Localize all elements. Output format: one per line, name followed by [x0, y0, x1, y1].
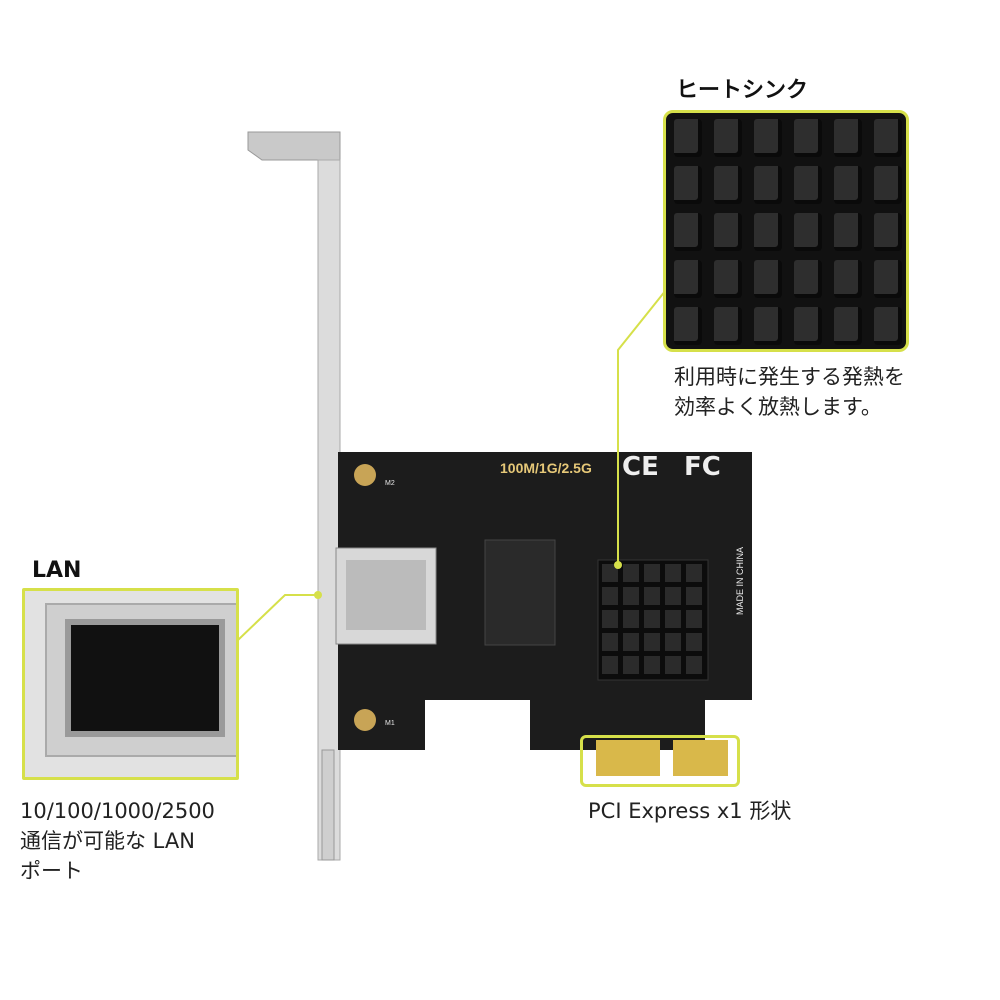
- lan-zoom-box: [22, 588, 239, 780]
- heatsink-fin: [754, 260, 782, 298]
- made-in-label: MADE IN CHINA: [735, 546, 745, 615]
- heatsink-fin: [794, 213, 822, 251]
- heatsink-title: ヒートシンク: [676, 78, 809, 103]
- heatsink-fin: [686, 656, 702, 674]
- speed-label: 100M/1G/2.5G: [500, 460, 592, 476]
- heatsink-fin: [686, 587, 702, 605]
- heatsink-fin: [674, 307, 702, 345]
- heatsink-fin: [623, 633, 639, 651]
- heatsink-fin: [623, 610, 639, 628]
- m2-label: M2: [385, 480, 395, 487]
- heatsink-fin: [602, 564, 618, 582]
- heatsink-fin: [686, 564, 702, 582]
- heatsink-fin: [754, 307, 782, 345]
- heatsink-fin: [834, 260, 862, 298]
- ce-mark: CE: [622, 452, 659, 482]
- rj45-port: [65, 619, 225, 737]
- heatsink-fin: [794, 307, 822, 345]
- heatsink-fin: [644, 587, 660, 605]
- heatsink-fin: [686, 610, 702, 628]
- heatsink-fin: [602, 656, 618, 674]
- heatsink-fin: [623, 656, 639, 674]
- heatsink-fin: [665, 587, 681, 605]
- heatsink-fin: [874, 166, 902, 204]
- heatsink-fin: [602, 587, 618, 605]
- pci-description: PCI Express x1 形状: [588, 799, 792, 823]
- heatsink-fin: [644, 610, 660, 628]
- heatsink-fin: [754, 213, 782, 251]
- heatsink-fin: [714, 307, 742, 345]
- pci-bracket: [247, 131, 341, 861]
- heatsink-fin: [674, 260, 702, 298]
- heatsink-fin: [834, 119, 862, 157]
- heatsink-fin: [674, 119, 702, 157]
- heatsink-fin: [644, 564, 660, 582]
- gold-fingers-2: [673, 740, 728, 776]
- heatsink-fin: [874, 260, 902, 298]
- heatsink-fin: [665, 610, 681, 628]
- chip: [484, 539, 556, 646]
- heatsink-zoom-box: [663, 110, 909, 352]
- fcc-mark: FC: [684, 452, 721, 482]
- heatsink-fin: [714, 260, 742, 298]
- heatsink-fin: [754, 119, 782, 157]
- heatsink-fin: [623, 564, 639, 582]
- heatsink-fin: [674, 213, 702, 251]
- gold-fingers-1: [596, 740, 660, 776]
- heatsink-fin: [794, 166, 822, 204]
- heatsink-fin: [714, 213, 742, 251]
- heatsink-fin: [674, 166, 702, 204]
- heatsink-fin: [794, 260, 822, 298]
- heatsink-fin: [834, 166, 862, 204]
- heatsink-fin: [714, 119, 742, 157]
- screw-m1: [354, 709, 376, 731]
- m1-label: M1: [385, 720, 395, 727]
- heatsink-fin: [665, 656, 681, 674]
- heatsink-fin: [874, 213, 902, 251]
- heatsink-fin: [834, 307, 862, 345]
- screw-m2: [354, 464, 376, 486]
- heatsink-fin: [834, 213, 862, 251]
- heatsink-fin: [874, 119, 902, 157]
- heatsink-fin: [644, 656, 660, 674]
- heatsink-fin: [714, 166, 742, 204]
- heatsink-fin: [686, 633, 702, 651]
- heatsink-fin: [602, 610, 618, 628]
- heatsink-fin: [874, 307, 902, 345]
- heatsink-description: 利用時に発生する発熱を 効率よく放熱します。: [674, 365, 905, 419]
- lan-description: 10/100/1000/2500 通信が可能な LAN ポート: [20, 799, 215, 883]
- heatsink-fin: [623, 587, 639, 605]
- heatsink-fin: [754, 166, 782, 204]
- heatsink-fin: [665, 633, 681, 651]
- heatsink-fin: [794, 119, 822, 157]
- heatsink-fin: [665, 564, 681, 582]
- lan-title: LAN: [32, 558, 82, 583]
- heatsink-fin: [644, 633, 660, 651]
- heatsink-fin: [602, 633, 618, 651]
- pci-connector-box: [580, 735, 740, 787]
